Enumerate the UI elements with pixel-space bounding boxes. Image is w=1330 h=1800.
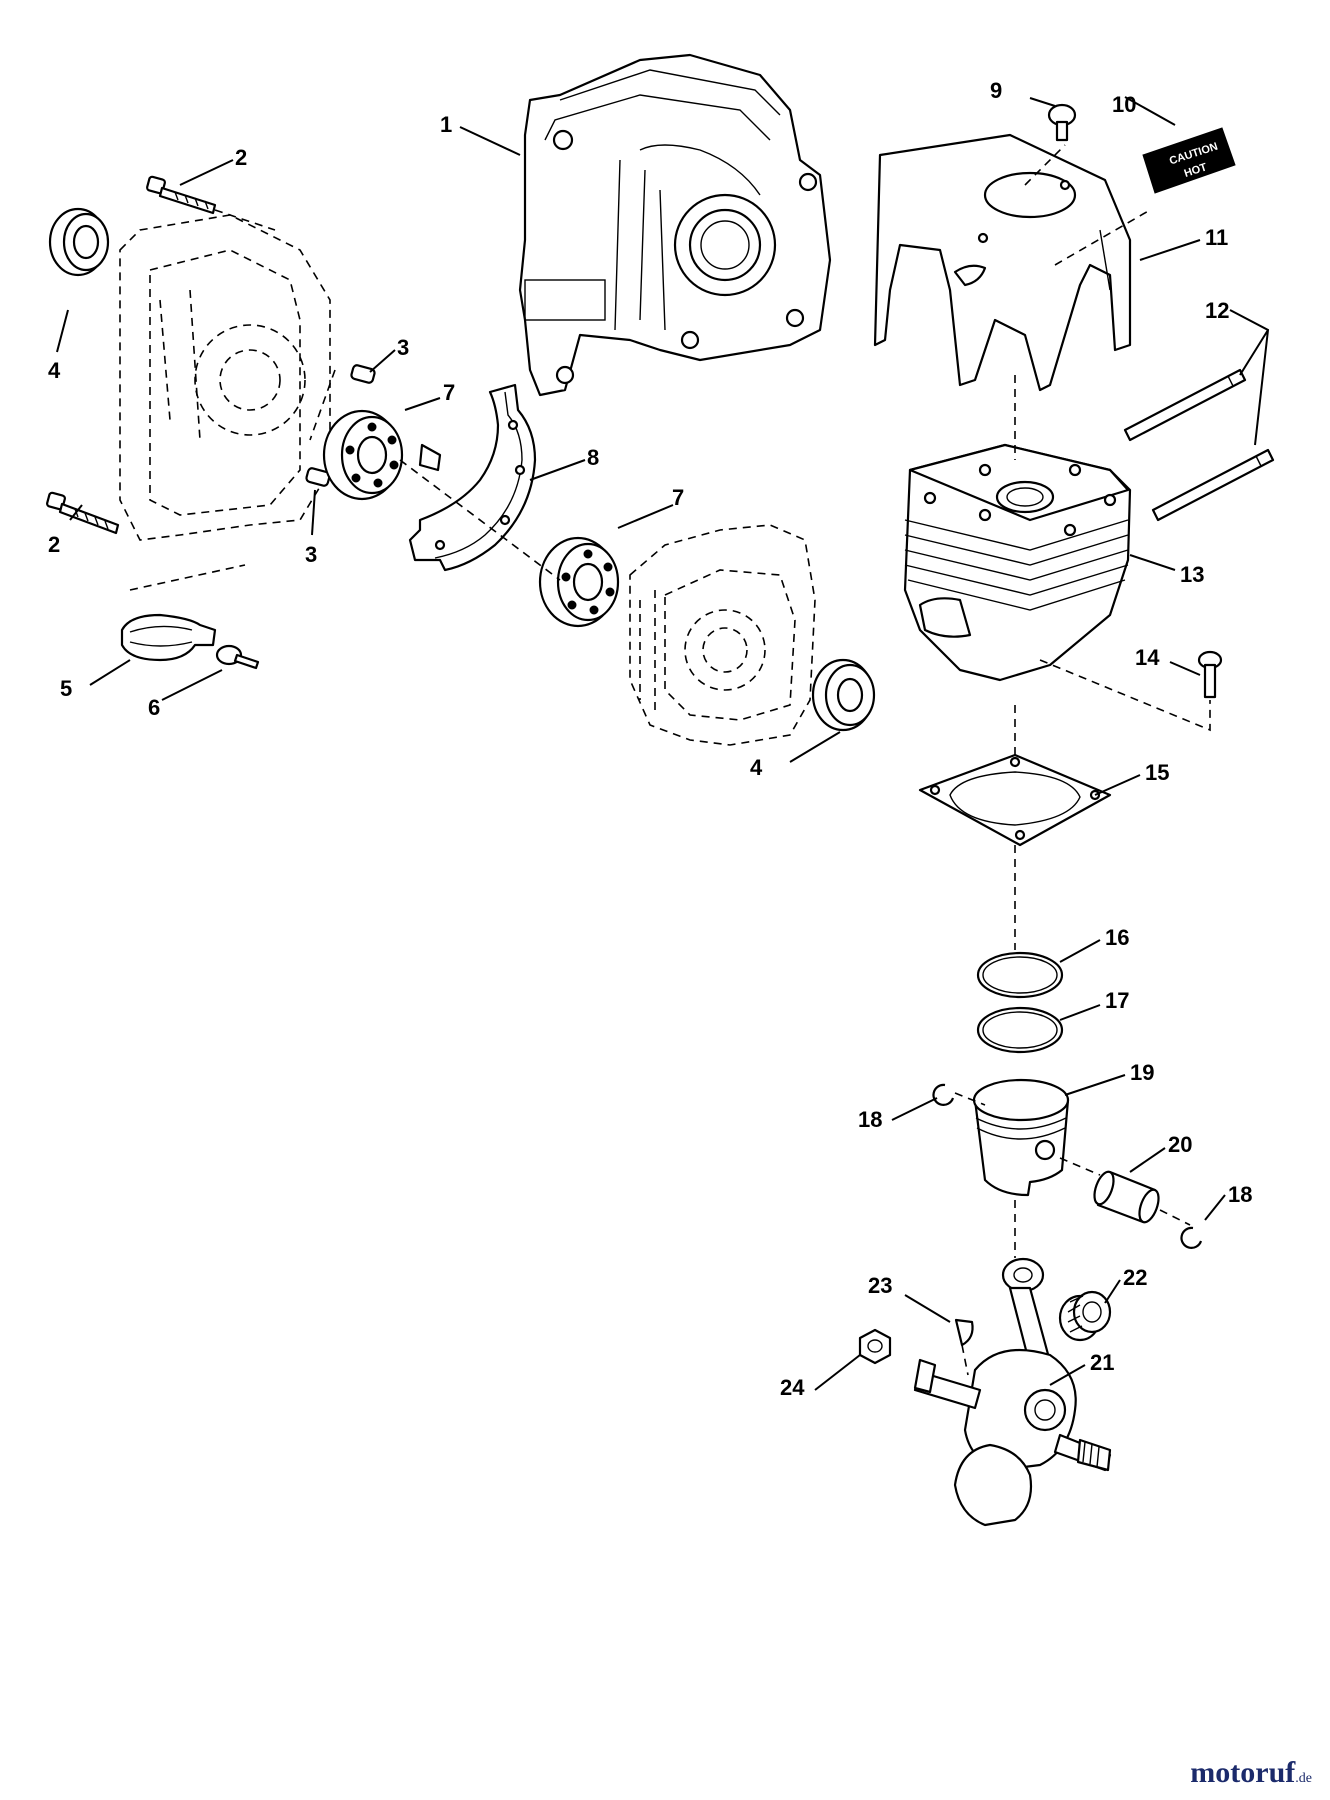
part-piston-pin	[1093, 1170, 1160, 1224]
part-cylinder-gasket	[918, 753, 1112, 847]
part-bearing-lower	[538, 536, 620, 628]
part-piston-ring-upper	[976, 951, 1064, 999]
callout-24: 24	[780, 1375, 805, 1400]
callout-18-left: 18	[858, 1107, 882, 1132]
part-piston-ring-lower	[976, 1006, 1064, 1054]
callout-10: 10	[1112, 92, 1136, 117]
callout-22: 22	[1123, 1265, 1147, 1290]
callout-8: 8	[587, 445, 599, 470]
callout-3-upper: 3	[397, 335, 409, 360]
part-shroud-screw	[1047, 103, 1077, 142]
part-dowel-pin-lower	[305, 467, 331, 487]
callout-16: 16	[1105, 925, 1129, 950]
callout-20: 20	[1168, 1132, 1192, 1157]
callout-9: 9	[990, 78, 1002, 103]
part-bearing-upper	[322, 409, 404, 501]
part-nut	[858, 1328, 892, 1365]
part-cylinder	[903, 443, 1132, 682]
part-piston	[972, 1078, 1070, 1197]
callout-1: 1	[440, 112, 452, 137]
part-oil-seal-left	[48, 207, 110, 277]
callout-4-left: 4	[48, 358, 61, 383]
callout-23: 23	[868, 1273, 892, 1298]
watermark-brand: motoruf	[1190, 1756, 1296, 1789]
callout-5: 5	[60, 676, 72, 701]
callout-12: 12	[1205, 298, 1229, 323]
part-clamp	[120, 613, 217, 662]
callout-19: 19	[1130, 1060, 1154, 1085]
callout-4-right: 4	[750, 755, 763, 780]
part-circlip-left	[932, 1083, 955, 1106]
part-oil-seal-right	[811, 658, 876, 732]
callout-11: 11	[1205, 225, 1228, 250]
part-caution-label: CAUTION HOT	[1142, 127, 1236, 194]
callout-6: 6	[148, 695, 160, 720]
part-crankcase-half	[518, 53, 832, 397]
callout-13: 13	[1180, 562, 1204, 587]
part-cylinder-shroud	[873, 133, 1132, 392]
part-cylinder-studs	[1123, 368, 1275, 522]
part-screw-upper	[146, 175, 217, 215]
watermark: motoruf.de	[1190, 1756, 1312, 1790]
callout-7-upper: 7	[443, 380, 455, 405]
callout-2-upper: 2	[235, 145, 247, 170]
callout-17: 17	[1105, 988, 1129, 1013]
part-crankcase-cover-right	[629, 524, 816, 746]
part-needle-bearing	[1058, 1290, 1112, 1342]
part-crankcase-cover-left	[119, 214, 331, 591]
callout-leaders	[56, 96, 1270, 1391]
callout-3-lower: 3	[305, 542, 317, 567]
part-screw-lower	[46, 491, 120, 535]
callout-14: 14	[1135, 645, 1160, 670]
part-crankshaft	[913, 1257, 1112, 1527]
callout-18-right: 18	[1228, 1182, 1252, 1207]
part-dowel-pin-upper	[350, 364, 376, 384]
watermark-tld: .de	[1295, 1771, 1312, 1786]
part-clamp-screw	[215, 644, 260, 670]
part-woodruff-key	[954, 1318, 974, 1347]
callout-2-lower: 2	[48, 532, 60, 557]
part-circlip-right	[1180, 1226, 1203, 1249]
assembly-lines	[214, 144, 1211, 1376]
callout-15: 15	[1145, 760, 1169, 785]
callout-21: 21	[1090, 1350, 1114, 1375]
callout-numbers: 1 2 2 3 3 4 4 5 6 7 7 8 9 10 11 12 13 14…	[48, 78, 1252, 1400]
callout-7-lower: 7	[672, 485, 684, 510]
part-cylinder-screw	[1197, 650, 1223, 699]
part-gasket-crankcase	[408, 383, 537, 572]
